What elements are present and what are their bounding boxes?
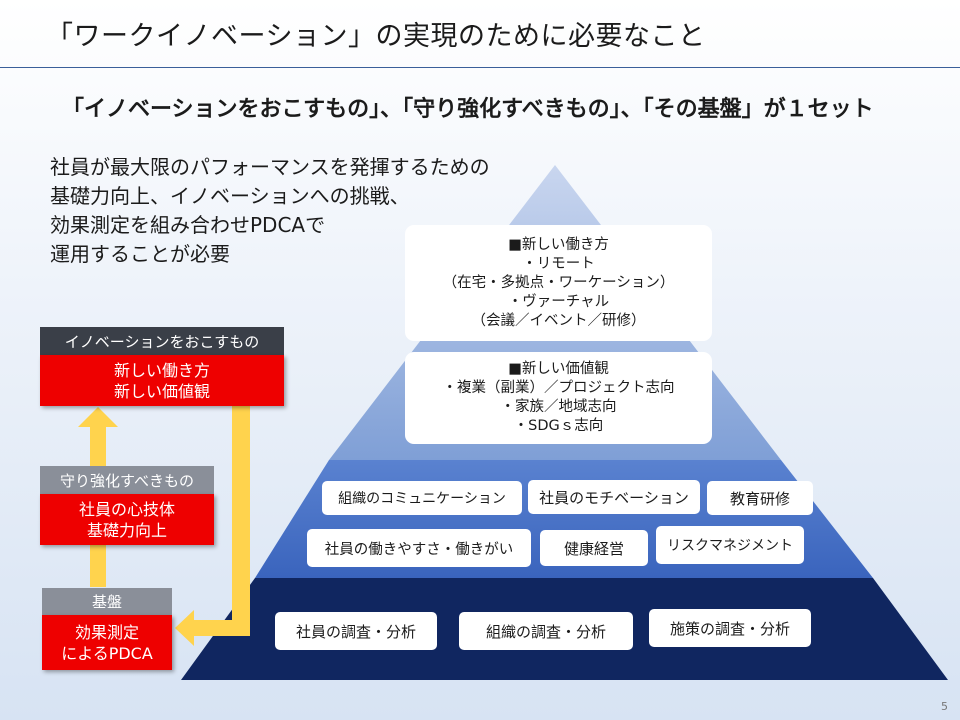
innovation-box: 新しい働き方 新しい価値観 (40, 355, 284, 406)
box-line: ・家族／地域志向 (500, 399, 617, 415)
category-protect: 守り強化すべきもの (40, 466, 214, 494)
category-base: 基盤 (42, 588, 172, 615)
chip-employee-motivation: 社員のモチベーション (528, 480, 700, 514)
chip-risk-management: リスクマネジメント (656, 526, 804, 564)
box-line: （会議／イベント／研修） (471, 312, 646, 329)
box-line: ・リモート (522, 255, 595, 272)
intro-line: 基礎力向上、イノベーションへの挑戦、 (50, 184, 410, 208)
box-line: ・複業（副業）／プロジェクト志向 (442, 380, 675, 396)
intro-line: 運用することが必要 (50, 242, 230, 266)
chip-training: 教育研修 (707, 481, 813, 515)
intro-line: 社員が最大限のパフォーマンスを発揮するための (50, 155, 490, 179)
box-line: （在宅・多拠点・ワーケーション） (442, 274, 675, 291)
box-line: ■新しい価値観 (508, 361, 609, 377)
protect-box: 社員の心技体 基礎力向上 (40, 494, 214, 545)
innovation-line: 新しい価値観 (113, 381, 210, 401)
page-number: 5 (941, 700, 948, 713)
innovation-line: 新しい働き方 (113, 360, 210, 380)
chip-measure-analysis: 施策の調査・分析 (649, 609, 811, 647)
base-line: 効果測定 (74, 622, 139, 642)
base-box: 効果測定 によるPDCA (42, 615, 172, 670)
new-workstyle-box: ■新しい働き方 ・リモート （在宅・多拠点・ワーケーション） ・ヴァーチャル （… (405, 225, 712, 341)
protect-line: 社員の心技体 (78, 499, 175, 519)
chip-employee-analysis: 社員の調査・分析 (275, 612, 437, 650)
slide-title: 「ワークイノベーション」の実現のために必要なこと (46, 21, 706, 52)
box-line: ・SDGｓ志向 (513, 418, 604, 434)
intro-line: 効果測定を組み合わせPDCAで (50, 213, 326, 237)
chip-employee-workability: 社員の働きやすさ・働きがい (307, 529, 531, 567)
new-values-box: ■新しい価値観 ・複業（副業）／プロジェクト志向 ・家族／地域志向 ・SDGｓ志… (405, 352, 712, 444)
chip-health-management: 健康経営 (540, 530, 648, 566)
protect-line: 基礎力向上 (86, 520, 167, 540)
category-innovation: イノベーションをおこすもの (40, 327, 284, 355)
base-line: によるPDCA (61, 643, 153, 663)
title-divider (0, 67, 960, 68)
box-line: ■新しい働き方 (508, 236, 609, 253)
box-line: ・ヴァーチャル (507, 293, 610, 310)
chip-organization-analysis: 組織の調査・分析 (459, 612, 633, 650)
slide-subtitle: 「イノベーションをおこすもの」、「守り強化すべきもの」、「その基盤」が１セット (62, 97, 874, 122)
chip-org-communication: 組織のコミュニケーション (322, 481, 522, 515)
